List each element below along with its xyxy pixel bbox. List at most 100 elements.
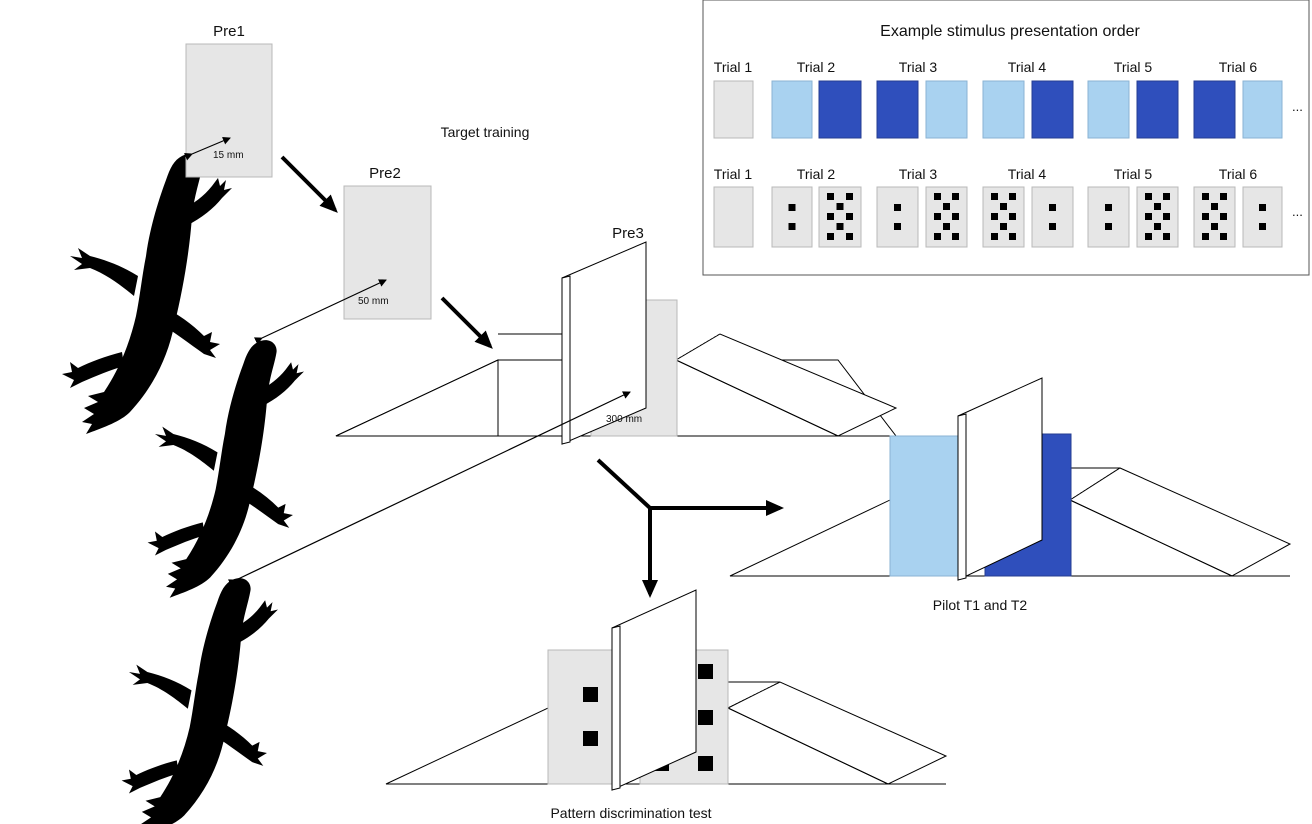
pattern-square	[1105, 223, 1112, 230]
pattern-trial-5-label: Trial 5	[1114, 166, 1153, 182]
pattern-test-apparatus	[385, 589, 948, 791]
color-trial-6-card-a	[1193, 80, 1236, 139]
pattern-square	[846, 233, 853, 240]
pattern-square	[836, 203, 844, 210]
color-trial-5-label: Trial 5	[1114, 59, 1153, 75]
pattern-trial-4-card-a	[982, 186, 1025, 248]
color-trial-3-label: Trial 3	[899, 59, 938, 75]
pre2-label: Pre2	[369, 165, 401, 182]
pattern-square	[1211, 223, 1218, 230]
pattern-square	[952, 233, 959, 240]
pattern-trial-2-card-b	[818, 186, 862, 248]
pattern-square	[788, 223, 796, 230]
pattern-square	[943, 203, 950, 210]
pattern-square	[1202, 233, 1209, 240]
pattern-square	[1154, 223, 1161, 230]
pre3-distance-arrow	[227, 391, 631, 587]
branch-stem	[596, 458, 652, 510]
pattern-square	[1000, 203, 1007, 210]
pattern-trial-2-label: Trial 2	[797, 166, 836, 182]
pattern-square	[1009, 233, 1016, 240]
pattern-square	[952, 213, 959, 220]
pattern-row-cards	[713, 186, 1283, 248]
pattern-test-label: Pattern discrimination test	[550, 805, 711, 821]
pattern-trial-3-label: Trial 3	[899, 166, 938, 182]
pattern-square	[1009, 193, 1016, 200]
pattern-square	[846, 193, 853, 200]
color-trial-5-card-b	[1136, 80, 1179, 139]
color-trial-4-label: Trial 4	[1008, 59, 1047, 75]
pre3-label: Pre3	[612, 225, 644, 242]
pre3-distance-label: 300 mm	[606, 414, 642, 425]
pattern-square	[827, 233, 834, 240]
pattern-square	[1220, 193, 1227, 200]
pattern-trial-3-card-b	[925, 186, 968, 248]
pattern-square	[1220, 213, 1227, 220]
pattern-square	[1211, 203, 1218, 210]
pilot-apparatus	[729, 377, 1292, 581]
pattern-square	[827, 193, 834, 200]
color-row-ellipsis: ...	[1292, 99, 1303, 114]
pattern-trial-6-card-a	[1193, 186, 1236, 248]
pre2-distance-label: 50 mm	[358, 296, 389, 307]
color-trial-1-card	[713, 80, 754, 139]
pattern-square	[836, 223, 844, 230]
pattern-square	[934, 213, 941, 220]
pattern-square	[1049, 223, 1056, 230]
lizard-silhouette-1	[62, 153, 232, 434]
pre2-distance-arrow	[253, 279, 387, 345]
pattern-square	[1163, 213, 1170, 220]
pre1-distance-arrow	[183, 137, 231, 161]
pattern-square	[1163, 233, 1170, 240]
color-trial-4-card-b	[1031, 80, 1074, 139]
pattern-square	[1105, 204, 1112, 211]
pattern-trial-6-card-b	[1242, 186, 1283, 248]
pattern-square	[1154, 203, 1161, 210]
pattern-trial-1-card-a	[713, 186, 754, 248]
color-trial-2-card-a	[771, 80, 813, 139]
pattern-trial-5-card-a	[1087, 186, 1130, 248]
pattern-trial-6-label: Trial 6	[1219, 166, 1258, 182]
pattern-square	[1259, 223, 1266, 230]
color-trial-6-label: Trial 6	[1219, 59, 1258, 75]
pilot-label: Pilot T1 and T2	[933, 597, 1028, 613]
pattern-square	[1145, 213, 1152, 220]
pattern-square	[991, 193, 998, 200]
pattern-square	[1049, 204, 1056, 211]
pattern-row-ellipsis: ...	[1292, 204, 1303, 219]
pattern-square	[934, 233, 941, 240]
pattern-square	[943, 223, 950, 230]
pre1-label: Pre1	[213, 23, 245, 40]
pattern-trial-3-card-a	[876, 186, 919, 248]
arrow-pre2-to-pre3	[440, 296, 493, 349]
pattern-trial-1-label: Trial 1	[714, 166, 753, 182]
pattern-square	[1202, 213, 1209, 220]
pattern-square	[894, 204, 901, 211]
color-row-cards	[713, 80, 1283, 139]
pattern-trial-4-label: Trial 4	[1008, 166, 1047, 182]
pattern-square	[827, 213, 834, 220]
pattern-square	[991, 233, 998, 240]
lizard-silhouette-3	[121, 578, 278, 824]
color-trial-2-label: Trial 2	[797, 59, 836, 75]
color-trial-5-card-a	[1087, 80, 1130, 139]
pattern-trial-2-card-a	[771, 186, 813, 248]
pattern-square	[1000, 223, 1007, 230]
pattern-square	[991, 213, 998, 220]
pilot-light-blue-card	[889, 435, 963, 577]
pattern-trial-4-card-b	[1031, 186, 1074, 248]
pattern-square	[1220, 233, 1227, 240]
pattern-square	[1259, 204, 1266, 211]
color-trial-6-card-b	[1242, 80, 1283, 139]
color-trial-1-label: Trial 1	[714, 59, 753, 75]
pre1-distance-label: 15 mm	[213, 150, 244, 161]
pattern-square	[1202, 193, 1209, 200]
pattern-square	[846, 213, 853, 220]
pattern-square	[934, 193, 941, 200]
pattern-square	[894, 223, 901, 230]
pattern-square	[1163, 193, 1170, 200]
pattern-square	[1145, 233, 1152, 240]
color-trial-2-card-b	[818, 80, 862, 139]
pattern-test-sparse-card	[547, 649, 617, 785]
